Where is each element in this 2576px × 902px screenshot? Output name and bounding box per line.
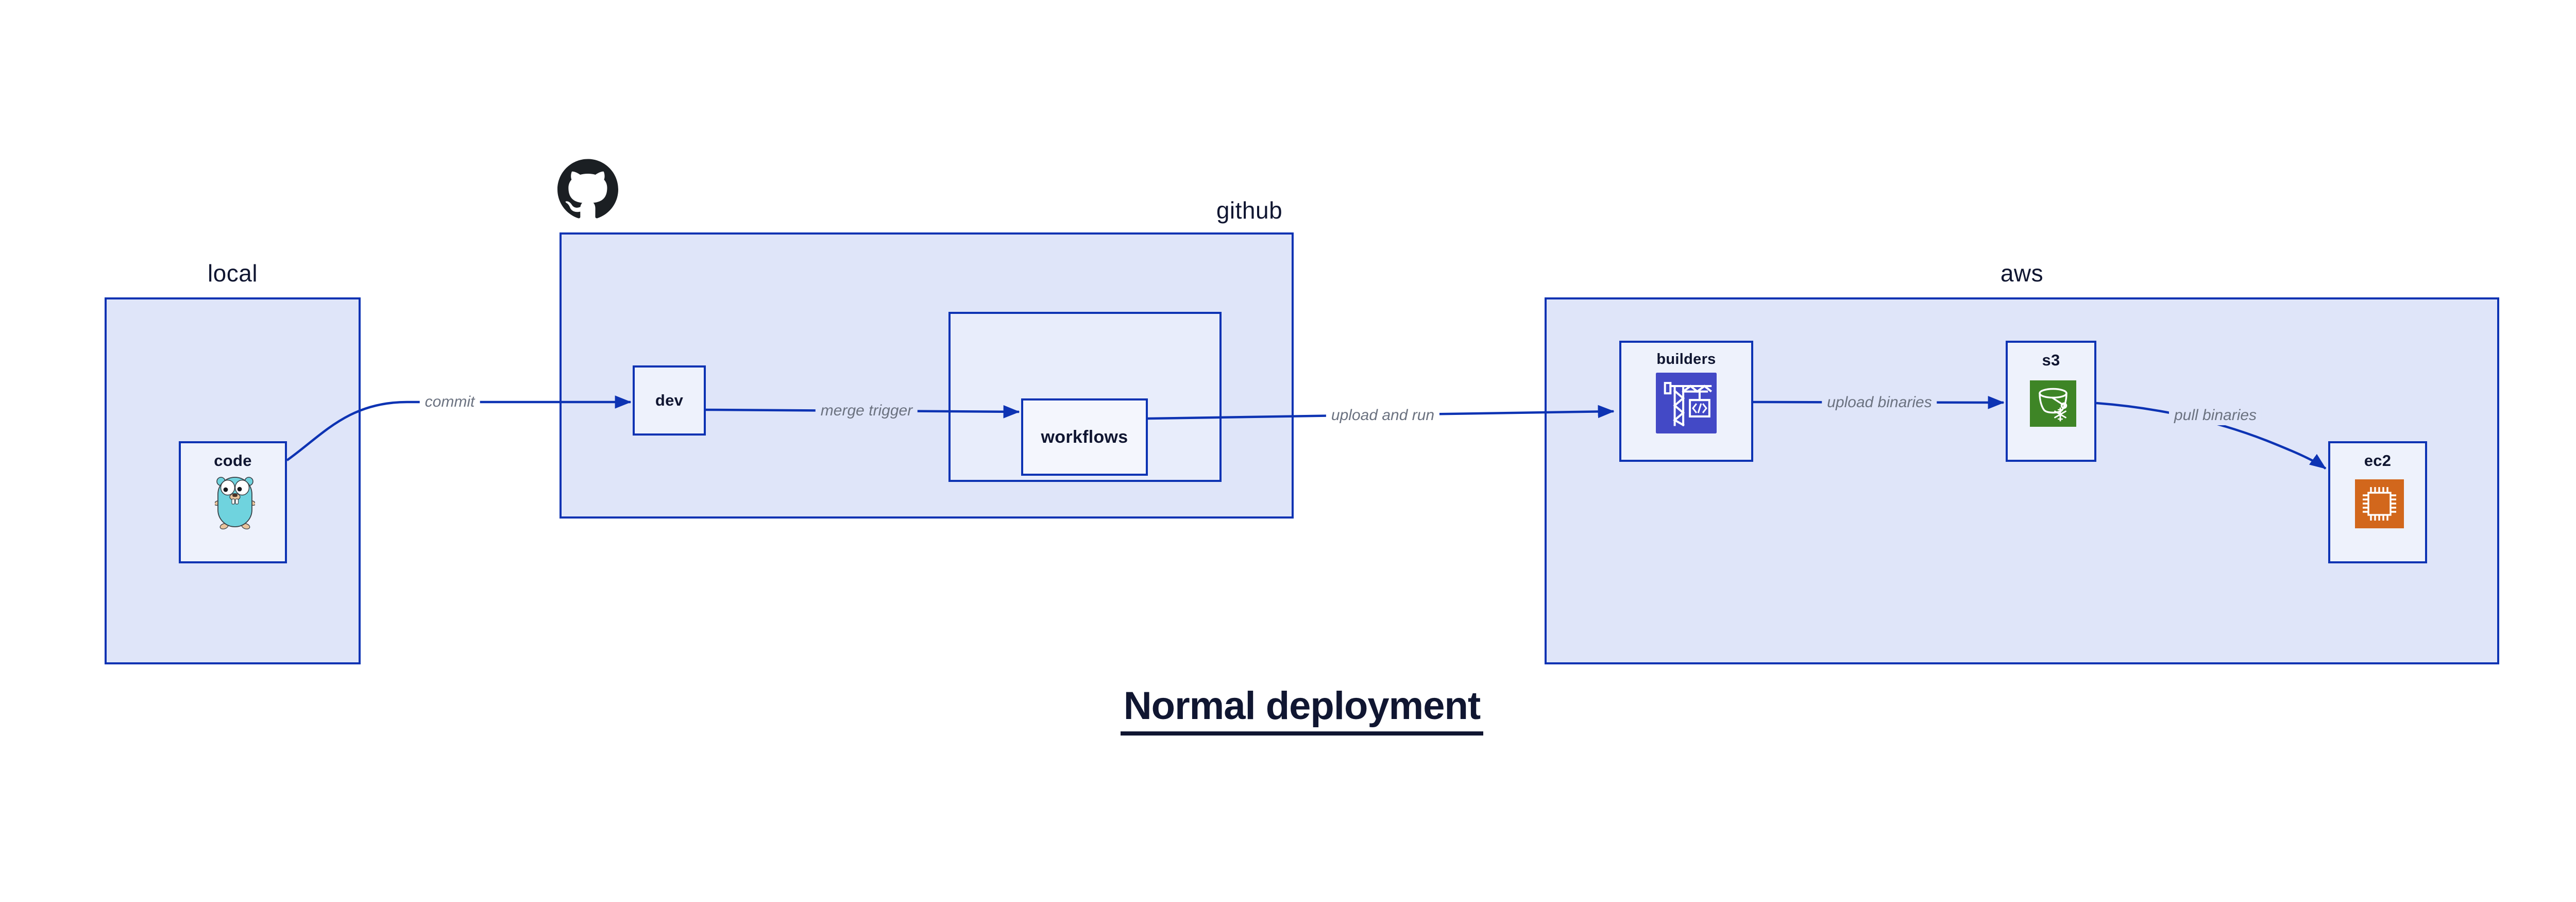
node-ec2-label: ec2	[2364, 452, 2392, 470]
edge-label-upload-and-run: upload and run	[1326, 406, 1440, 425]
node-dev: dev	[633, 365, 706, 436]
edge-label-merge-trigger: merge trigger	[815, 401, 918, 421]
node-code-label: code	[214, 452, 252, 470]
crane-codebuild-icon	[1656, 373, 1717, 433]
node-builders: builders	[1619, 341, 1753, 462]
local-container-label: local	[207, 260, 258, 287]
diagram-title: Normal deployment	[1120, 683, 1484, 736]
node-workflows-label: workflows	[1041, 427, 1128, 447]
node-code: code	[179, 441, 287, 563]
aws-container-label: aws	[2000, 260, 2044, 287]
edge-label-commit: commit	[419, 392, 480, 412]
github-container-label: github	[1216, 197, 1283, 224]
s3-bucket-icon	[2030, 380, 2076, 427]
edge-label-pull-binaries: pull binaries	[2168, 406, 2262, 425]
diagram-title-row: Normal deployment	[0, 683, 2576, 736]
edge-label-upload-binaries: upload binaries	[1822, 393, 1937, 412]
node-s3: s3	[2006, 341, 2096, 462]
node-builders-label: builders	[1656, 351, 1716, 368]
github-logo-icon	[557, 158, 618, 219]
go-gopher-icon	[214, 474, 256, 530]
ec2-chip-icon	[2355, 479, 2404, 528]
node-dev-label: dev	[655, 391, 684, 409]
node-s3-label: s3	[2042, 351, 2060, 369]
node-workflows: workflows	[1021, 398, 1148, 476]
node-ec2: ec2	[2328, 441, 2427, 563]
